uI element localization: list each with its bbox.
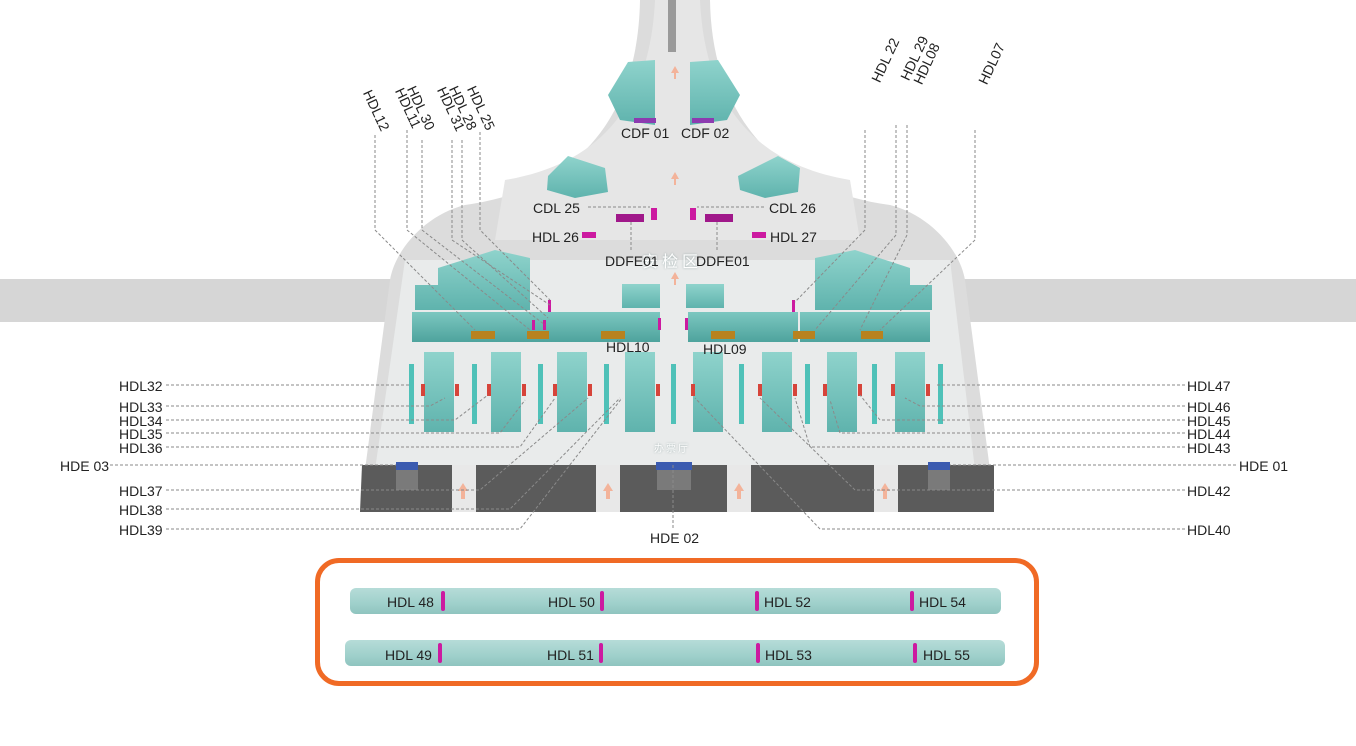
hde03-sign	[396, 462, 418, 470]
counter-hdl38[interactable]: HDL38	[119, 502, 163, 518]
counter-ddfe01-right[interactable]: DDFE01	[696, 253, 750, 269]
counter-cdl26[interactable]: CDL 26	[769, 200, 816, 216]
counter-cdf02[interactable]: CDF 02	[681, 125, 730, 141]
counter-hdl37[interactable]: HDL37	[119, 483, 163, 499]
counter-hdl48[interactable]: HDL 48	[387, 594, 434, 610]
hde01-sign	[928, 462, 950, 470]
cdf02-desk	[692, 118, 714, 123]
counter-hdl40[interactable]: HDL40	[1187, 522, 1231, 538]
counter-hdl33[interactable]: HDL33	[119, 399, 163, 415]
counter-hdl46[interactable]: HDL46	[1187, 399, 1231, 415]
hdl26-desk	[582, 232, 596, 238]
security-kiosk-r	[686, 284, 724, 308]
counter-ddfe01-left[interactable]: DDFE01	[605, 253, 659, 269]
hdl51-marker	[599, 643, 603, 663]
counter-hdl34[interactable]: HDL34	[119, 413, 163, 429]
hdl27-desk	[752, 232, 766, 238]
hdl52-marker	[755, 591, 759, 611]
security-row-center-right	[688, 312, 798, 342]
center-corridor	[668, 0, 676, 52]
ddfe01-right-desk	[705, 214, 733, 222]
security-kiosk-l	[622, 284, 660, 308]
highlight-panel: HDL 48 HDL 50 HDL 52 HDL 54 HDL 49 HDL 5…	[315, 558, 1039, 686]
entry-booth-left	[396, 468, 418, 490]
security-block-right	[815, 250, 932, 310]
hdl54-marker	[910, 591, 914, 611]
counter-hde02[interactable]: HDE 02	[650, 530, 700, 546]
counter-hde01[interactable]: HDE 01	[1239, 458, 1289, 474]
entry-booth-right	[928, 468, 950, 490]
hdl49-marker	[438, 643, 442, 663]
entry-booth-center	[657, 468, 691, 490]
right-wing	[955, 279, 1356, 322]
security-zone-label: 安检区	[642, 252, 703, 271]
counter-hdl27[interactable]: HDL 27	[770, 229, 817, 245]
counter-hdl39[interactable]: HDL39	[119, 522, 163, 538]
counter-hdl52[interactable]: HDL 52	[764, 594, 811, 610]
counter-hde03[interactable]: HDE 03	[60, 458, 110, 474]
hde02-sign	[656, 462, 692, 470]
counter-hdl49[interactable]: HDL 49	[385, 647, 432, 663]
counter-cdl25[interactable]: CDL 25	[533, 200, 580, 216]
counter-hdl32[interactable]: HDL32	[119, 378, 163, 394]
cdf01-desk	[634, 118, 656, 123]
counter-hdl45[interactable]: HDL45	[1187, 413, 1231, 429]
counter-cdf01[interactable]: CDF 01	[621, 125, 670, 141]
island-cdf01	[608, 60, 655, 125]
counter-hdl51[interactable]: HDL 51	[547, 647, 594, 663]
counter-hdl10[interactable]: HDL10	[606, 339, 650, 355]
flow-arrows	[458, 66, 890, 499]
island-cdl26	[738, 156, 800, 198]
checkin-desks	[421, 384, 930, 396]
counter-hdl09[interactable]: HDL09	[703, 341, 747, 357]
ticket-hall-label: 办票厅	[654, 444, 690, 455]
checkin-islands	[424, 352, 925, 432]
security-desks	[471, 331, 883, 339]
counter-row-2	[345, 640, 1005, 666]
counter-hdl36[interactable]: HDL36	[119, 440, 163, 456]
hdl53-marker	[756, 643, 760, 663]
counter-hdl26[interactable]: HDL 26	[532, 229, 579, 245]
left-wing	[0, 279, 400, 322]
counter-hdl53[interactable]: HDL 53	[765, 647, 812, 663]
hdl50-marker	[600, 591, 604, 611]
cdl26-desk	[690, 208, 696, 220]
counter-hdl50[interactable]: HDL 50	[548, 594, 595, 610]
conveyor-belts	[409, 364, 943, 424]
counter-hdl35[interactable]: HDL35	[119, 426, 163, 442]
island-cdf02	[690, 60, 740, 125]
security-block-left	[415, 250, 530, 310]
island-cdl25	[547, 156, 608, 198]
hdl55-marker	[913, 643, 917, 663]
counter-hdl54[interactable]: HDL 54	[919, 594, 966, 610]
cdl25-desk	[651, 208, 657, 220]
hdl48-marker	[441, 591, 445, 611]
counter-row-1	[350, 588, 1001, 614]
counter-hdl55[interactable]: HDL 55	[923, 647, 970, 663]
counter-hdl42[interactable]: HDL42	[1187, 483, 1231, 499]
leader-lines	[110, 125, 1236, 530]
counter-hdl43[interactable]: HDL43	[1187, 440, 1231, 456]
ddfe01-left-desk	[616, 214, 644, 222]
counter-hdl47[interactable]: HDL47	[1187, 378, 1231, 394]
counter-hdl44[interactable]: HDL44	[1187, 426, 1231, 442]
